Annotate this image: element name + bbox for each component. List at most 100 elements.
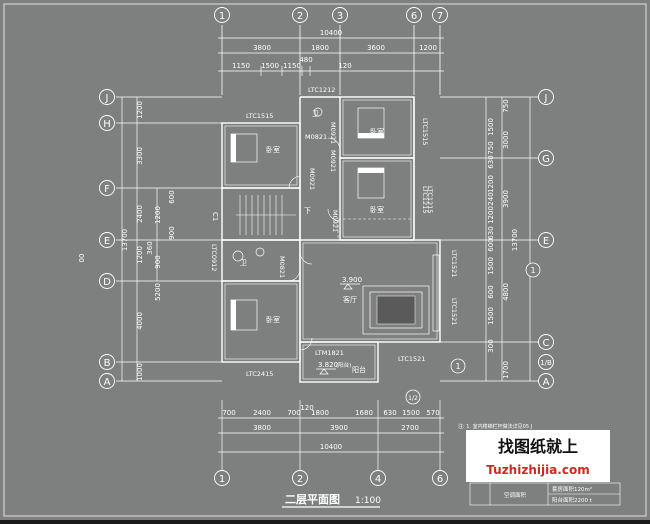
axis-label: H	[103, 119, 111, 130]
axis-bubble	[538, 334, 554, 350]
dimension-text: 600	[487, 238, 495, 251]
walls	[221, 96, 441, 383]
axis-label: 2	[297, 474, 303, 485]
left-edge-mark: 00	[78, 254, 86, 263]
axis-bubble	[99, 180, 115, 196]
axis-label: 6	[411, 11, 417, 22]
room-label: 卧室	[266, 145, 280, 154]
basin-icon	[255, 247, 265, 257]
window-label: LTC1212	[308, 86, 335, 94]
stair-label: C1	[211, 212, 219, 221]
axis-bubble	[538, 354, 554, 370]
dimension-text: 600	[487, 285, 495, 298]
dimension-text: 1500	[487, 307, 495, 325]
dimension-text: 750	[502, 99, 510, 112]
dimension-text: 3600	[367, 44, 385, 52]
bottom-axis-bubbles	[214, 470, 448, 486]
door-swing	[299, 251, 313, 265]
dimension-text: 3800	[253, 44, 271, 52]
design-note: 注: 1. 室内楼梯栏杆做法详见05 J	[458, 423, 532, 430]
dimension-text: 630	[487, 226, 495, 239]
axis-label: F	[104, 184, 110, 195]
room-label: 阳台	[352, 365, 366, 374]
dimension-text: 1500	[402, 409, 420, 417]
axis-bubble	[214, 470, 230, 486]
outer-frame	[3, 3, 647, 517]
dimension-text: 10400	[320, 29, 342, 37]
elevation-symbols	[316, 283, 360, 375]
dimension-text: 1200	[136, 101, 144, 119]
door-swing	[327, 137, 341, 151]
axis-label: J	[544, 93, 548, 104]
dimension-text: 1700	[502, 361, 510, 379]
balcony-walls	[299, 341, 379, 383]
dimension-text: 900	[168, 226, 176, 239]
axis-bubble	[99, 273, 115, 289]
left-axis-bubbles	[99, 89, 115, 389]
right-axis-bubbles	[538, 89, 554, 389]
dimension-text: 480	[299, 56, 312, 64]
drawing-title: 二层平面图	[285, 493, 340, 506]
axis-label: 1	[219, 11, 225, 22]
window-label: LTC1521	[450, 298, 458, 325]
door-swing	[288, 268, 301, 282]
dimension-text: 3900	[330, 424, 348, 432]
room-label: 卧室	[370, 205, 384, 214]
dimension-text: 900	[154, 255, 162, 268]
watermark-title: 找图纸就上	[498, 437, 578, 456]
window-label: LTC2415	[246, 370, 273, 378]
window-label: LTC1521	[450, 250, 458, 277]
dimension-text: 5200	[154, 283, 162, 301]
dimension-text: 1500	[487, 257, 495, 275]
stamp-label: 空调面积	[504, 491, 527, 499]
room-label: 卫	[312, 110, 319, 118]
dimension-text: 300	[487, 339, 495, 352]
axis-bubble	[432, 7, 448, 23]
axis-bubble	[538, 89, 554, 105]
dimension-text: 1200	[136, 246, 144, 264]
window-label: LTC0912	[210, 244, 218, 271]
window-label: LTM1821	[315, 349, 344, 357]
axis-label: A	[543, 377, 550, 388]
door-label: M0921	[331, 210, 339, 232]
dimension-text: 1200	[487, 206, 495, 224]
stair-label: 下	[304, 207, 311, 215]
bottom-dimension-lines	[218, 400, 444, 470]
door-label: M0821	[305, 133, 327, 141]
dimension-text: 120	[300, 404, 313, 412]
door-swing	[288, 175, 302, 189]
axis-bubble	[332, 7, 348, 23]
pillows	[231, 133, 384, 330]
door-swing	[299, 337, 313, 351]
sofa-set	[362, 254, 440, 335]
dimension-text: 1150	[232, 62, 250, 70]
dimension-text: 700	[222, 409, 235, 417]
axis-bubble	[292, 470, 308, 486]
sofa-icon	[362, 285, 430, 335]
detail-mark-label: 1	[530, 266, 535, 275]
inner-walls	[224, 99, 438, 380]
window-label: LTC1215	[421, 186, 429, 213]
dimension-text: 2400	[253, 409, 271, 417]
dimension-text: 1200	[154, 206, 162, 224]
elevation-note: (阳台)	[336, 361, 351, 369]
drawing-scale: 1:100	[355, 496, 381, 506]
dimension-text: 750	[487, 141, 495, 154]
window-label: LTC1515	[246, 112, 273, 120]
dimension-text: 2400	[136, 205, 144, 223]
axis-label: 3	[337, 11, 343, 22]
axis-label: G	[542, 154, 550, 165]
dimension-text: 4000	[136, 312, 144, 330]
door-label: M0921	[329, 150, 337, 172]
hall-dashed-area	[337, 218, 415, 241]
elevation-mark: 3.900	[342, 276, 362, 284]
axis-bubble	[432, 470, 448, 486]
axis-bubble	[99, 232, 115, 248]
window-label: LTC1521	[398, 355, 425, 363]
dimension-text: 630	[487, 155, 495, 168]
window-label: LTC1515	[421, 118, 429, 145]
toilet-icon	[313, 107, 323, 117]
dimension-text: 3000	[502, 131, 510, 149]
dimension-text: 3300	[136, 147, 144, 165]
